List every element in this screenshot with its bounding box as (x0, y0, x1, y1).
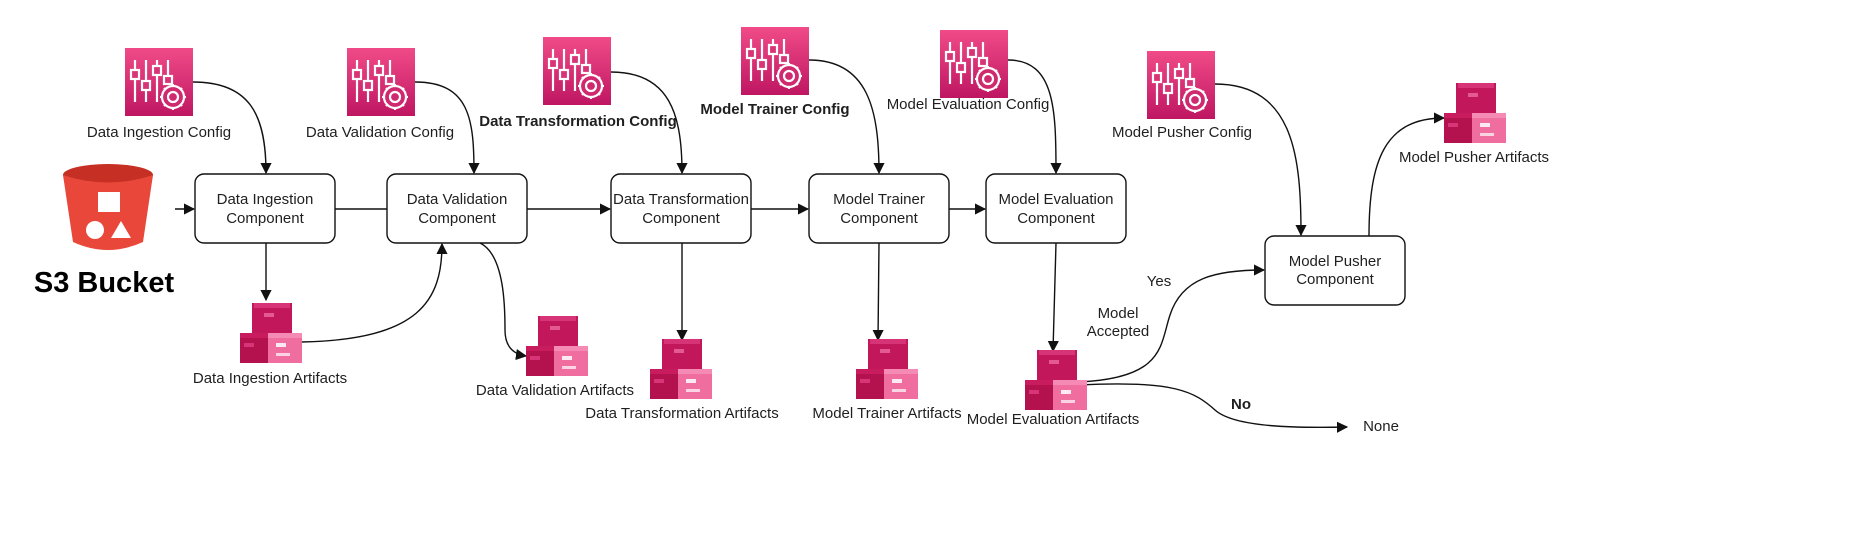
artifact-label-pusher: Model Pusher Artifacts (1399, 149, 1549, 166)
config-settings-icon (938, 28, 1010, 100)
edge-trainer-to-artifacts (872, 242, 884, 342)
edge-config-to-evaluation (1007, 59, 1062, 175)
config-settings-icon (345, 46, 417, 118)
component-validation-line2: Component (418, 210, 496, 227)
s3-bucket-icon (63, 164, 153, 250)
decision-label-line1: Model (1098, 305, 1139, 322)
edge-config-to-transformation (610, 71, 688, 175)
decision-label-line2: Accepted (1087, 323, 1150, 340)
decision-yes-label: Yes (1147, 273, 1171, 290)
artifact-label-trainer: Model Trainer Artifacts (812, 405, 961, 422)
config-settings-icon (739, 25, 811, 97)
artifact-boxes-icon (1444, 83, 1506, 143)
artifact-boxes-icon (650, 339, 712, 399)
edge-config-to-validation (414, 81, 480, 175)
component-trainer: Model Trainer Component (808, 173, 950, 244)
component-evaluation-line1: Model Evaluation (998, 191, 1113, 208)
edge-pusher-to-artifacts (1368, 112, 1446, 237)
component-validation-line1: Data Validation (407, 191, 508, 208)
artifact-label-transformation: Data Transformation Artifacts (585, 405, 778, 422)
component-trainer-line2: Component (840, 210, 918, 227)
component-pusher: Model Pusher Component (1264, 235, 1406, 306)
artifact-boxes-icon (856, 339, 918, 399)
artifact-boxes-icon (1025, 350, 1087, 410)
artifact-label-validation: Data Validation Artifacts (476, 382, 634, 399)
component-pusher-line1: Model Pusher (1289, 253, 1382, 270)
artifact-label-ingestion: Data Ingestion Artifacts (193, 370, 347, 387)
artifact-boxes-icon (526, 316, 588, 376)
s3-bucket-label: S3 Bucket (34, 267, 175, 299)
artifact-boxes-icon (240, 303, 302, 363)
component-validation: Data Validation Component (386, 173, 528, 244)
edge-accepted-yes (1078, 264, 1266, 383)
edge-config-to-trainer (808, 59, 885, 175)
config-settings-icon (123, 46, 195, 118)
edge-config-to-ingestion (192, 81, 272, 175)
component-evaluation: Model Evaluation Component (985, 173, 1127, 244)
component-ingestion-line2: Component (226, 210, 304, 227)
component-evaluation-line2: Component (1017, 210, 1095, 227)
component-trainer-line1: Model Trainer (833, 191, 925, 208)
edge-ingestion-artifacts-to-validation (300, 242, 448, 343)
component-ingestion: Data Ingestion Component (194, 173, 336, 244)
decision-none-label: None (1363, 418, 1399, 435)
component-transformation-line2: Component (642, 210, 720, 227)
config-label-ingestion: Data Ingestion Config (87, 124, 231, 141)
edge-evaluation-to-artifacts (1047, 242, 1059, 353)
config-settings-icon (541, 35, 613, 107)
config-label-trainer: Model Trainer Config (700, 101, 849, 118)
component-pusher-line2: Component (1296, 271, 1374, 288)
artifact-label-evaluation: Model Evaluation Artifacts (967, 411, 1140, 428)
component-transformation-line1: Data Transformation (613, 191, 749, 208)
edge-validation-to-artifacts (479, 242, 528, 361)
config-settings-icon (1145, 49, 1217, 121)
config-label-evaluation: Model Evaluation Config (887, 96, 1050, 113)
decision-no-label: No (1231, 396, 1251, 413)
config-label-transformation: Data Transformation Config (479, 113, 677, 130)
config-label-validation: Data Validation Config (306, 124, 454, 141)
component-transformation: Data Transformation Component (610, 173, 752, 244)
config-label-pusher: Model Pusher Config (1112, 124, 1252, 141)
edge-accepted-no (1078, 383, 1349, 433)
edge-config-to-pusher (1214, 83, 1307, 237)
component-ingestion-line1: Data Ingestion (217, 191, 314, 208)
